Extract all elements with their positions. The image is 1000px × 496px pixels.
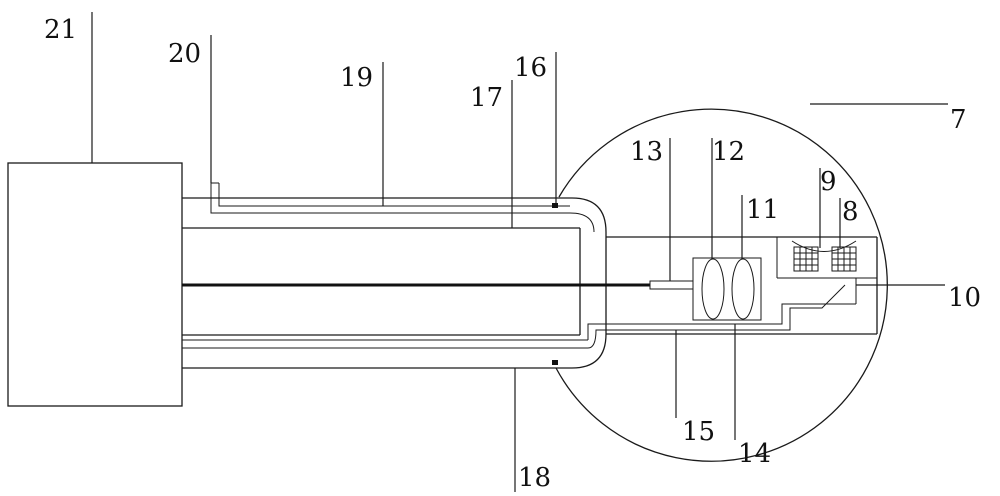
label-19: 19 — [340, 63, 373, 93]
gas-pipe-inner — [218, 183, 570, 207]
label-9: 9 — [820, 167, 837, 197]
grid-block-right — [831, 246, 857, 272]
label-20: 20 — [168, 39, 201, 69]
seal-marker-bottom — [552, 360, 558, 365]
label-18: 18 — [518, 463, 551, 493]
fiber-connector — [649, 280, 694, 290]
label-8: 8 — [842, 197, 859, 227]
label-21: 21 — [44, 15, 77, 45]
magnify-circle — [555, 108, 888, 462]
grid-block-left — [793, 246, 819, 272]
channel-bend-2 — [587, 329, 612, 349]
label-13: 13 — [630, 137, 663, 167]
label-17: 17 — [470, 83, 503, 113]
window-curve — [791, 240, 857, 252]
lens-housing — [692, 257, 762, 321]
label-12: 12 — [712, 137, 745, 167]
label-16: 16 — [514, 53, 547, 83]
channel-14 — [612, 303, 856, 325]
seal-marker-top — [552, 203, 558, 208]
control-box — [7, 162, 183, 407]
lens-12 — [701, 258, 725, 320]
channel-bend-1 — [587, 323, 612, 340]
lens-11 — [731, 258, 755, 320]
outer-end-cap — [560, 197, 607, 369]
label-7: 7 — [950, 105, 967, 135]
gas-pipe-outer — [210, 183, 595, 233]
label-14: 14 — [738, 439, 771, 469]
label-10: 10 — [948, 283, 981, 313]
channel-15 — [612, 284, 846, 331]
label-15: 15 — [682, 417, 715, 447]
label-11: 11 — [746, 195, 779, 225]
